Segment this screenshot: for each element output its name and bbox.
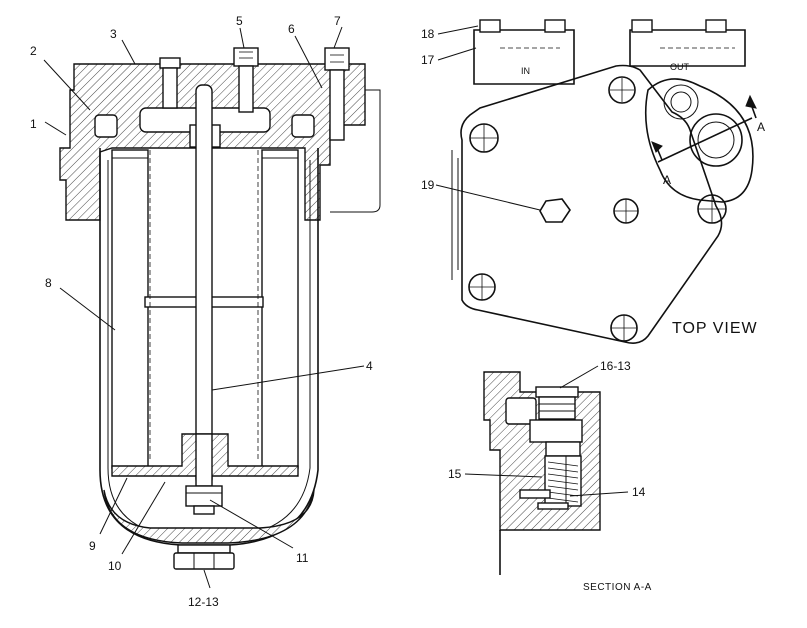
center-stud [195, 84, 213, 486]
valve-seat [529, 419, 583, 443]
callout-3: 3 [110, 27, 117, 41]
head-plate-outline [460, 64, 723, 344]
port-out-label: OUT [670, 62, 690, 72]
valve-poppet [545, 441, 581, 457]
callout-10: 10 [108, 559, 122, 573]
section-caption: SECTION A-A [583, 582, 652, 593]
callout-9: 9 [89, 539, 96, 553]
relief-spring-bore [544, 455, 582, 507]
callout-19: 19 [421, 178, 435, 192]
callout-1: 1 [30, 117, 37, 131]
head-bolts [159, 47, 350, 141]
section-mark-left: A [663, 173, 671, 187]
callout-7: 7 [334, 14, 341, 28]
section-cavity-upper [505, 397, 537, 425]
callout-17: 17 [421, 53, 435, 67]
callout-6: 6 [288, 22, 295, 36]
filter-element-right [261, 149, 299, 469]
section-mark-right: A [757, 120, 765, 134]
section-passage [519, 489, 551, 499]
head-rear-block [473, 29, 575, 85]
callout-8: 8 [45, 276, 52, 290]
callout-15: 15 [448, 467, 462, 481]
section-leader-lines [464, 365, 629, 497]
top-bolt-heads [479, 19, 727, 33]
left-leader-lines [43, 26, 365, 589]
head-seal-right [291, 114, 315, 138]
section-line [657, 117, 753, 163]
callout-11: 11 [296, 551, 309, 565]
filter-cross-section [59, 47, 381, 570]
filter-element-left [111, 149, 149, 469]
relief-spring [547, 461, 579, 503]
callout-4: 4 [366, 359, 373, 373]
hex-plug [539, 198, 571, 223]
callout-2: 2 [30, 44, 37, 58]
callout-12-13: 12-13 [188, 595, 219, 609]
top-view-caption: TOP VIEW [672, 320, 758, 337]
outlet-boss [644, 78, 754, 203]
callout-16-13: 16-13 [600, 359, 631, 373]
top-view-leader-lines [435, 25, 541, 211]
mounting-flange [330, 89, 381, 213]
outlet-port [663, 84, 699, 120]
top-bolt-holes [468, 76, 727, 342]
port-in-label: IN [521, 66, 530, 76]
section-port [689, 113, 743, 167]
stud-nut [185, 485, 223, 507]
section-a-a-view [483, 371, 601, 575]
top-view [451, 19, 757, 344]
section-plug-head [535, 386, 579, 398]
callout-5: 5 [236, 14, 243, 28]
head-seal-left [94, 114, 118, 138]
drain-plug-washer [177, 544, 231, 554]
callout-14: 14 [632, 485, 646, 499]
drain-plug [173, 552, 235, 570]
callout-18: 18 [421, 27, 435, 41]
